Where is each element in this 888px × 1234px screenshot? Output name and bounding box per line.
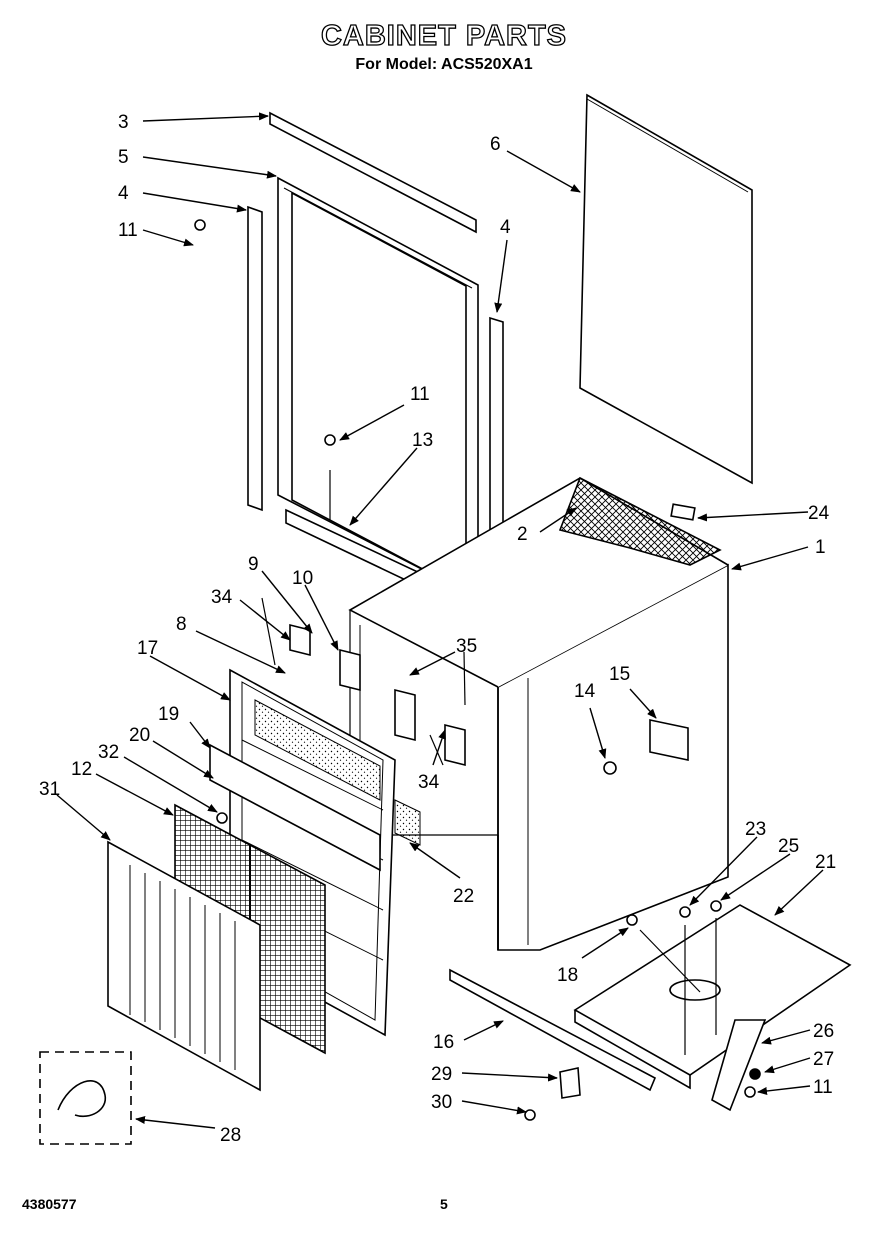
callout-4: 4	[118, 183, 129, 204]
insulation-foam	[254, 699, 381, 801]
callout-15: 15	[609, 664, 630, 685]
base-rail	[449, 968, 657, 1092]
callout-3: 3	[118, 112, 129, 133]
callout-19: 19	[158, 704, 179, 725]
callout-2: 2	[517, 524, 528, 545]
callout-20: 20	[129, 725, 150, 746]
label-plate	[670, 503, 696, 521]
top-rail	[269, 111, 477, 234]
front-frame	[277, 176, 479, 600]
callout-35: 35	[456, 636, 477, 657]
callout-18: 18	[557, 965, 578, 986]
clip	[559, 1067, 581, 1099]
callout-21: 21	[815, 852, 836, 873]
side-rail-left	[247, 205, 263, 512]
mount-bracket	[711, 1019, 767, 1112]
callout-23: 23	[745, 819, 766, 840]
callout-29: 29	[431, 1064, 452, 1085]
callout-31: 31	[39, 779, 60, 800]
callout-34b: 34	[418, 772, 440, 793]
callout-24: 24	[808, 503, 830, 524]
callout-12: 12	[71, 759, 92, 780]
callout-26: 26	[813, 1021, 834, 1042]
callout-5: 5	[118, 147, 129, 168]
callout-34: 34	[211, 587, 233, 608]
detail-box-28	[39, 1051, 132, 1145]
control-panel	[209, 743, 381, 872]
callout-9: 9	[248, 554, 259, 575]
doc-number: 4380577	[22, 1196, 77, 1212]
bracket-15	[649, 719, 689, 761]
front-panel	[107, 840, 261, 1092]
callout-14: 14	[574, 681, 596, 702]
callout-4b: 4	[500, 217, 511, 238]
callout-17: 17	[137, 638, 158, 659]
top-grid-opening	[558, 476, 722, 566]
page-number: 5	[440, 1196, 448, 1212]
model-subtitle: For Model: ACS520XA1	[355, 56, 533, 73]
callout-11: 11	[118, 220, 138, 241]
callout-13: 13	[412, 430, 433, 451]
callout-22: 22	[453, 886, 474, 907]
base-pan	[573, 904, 852, 1076]
callout-16: 16	[433, 1032, 454, 1053]
callout-6: 6	[490, 134, 501, 155]
callout-1: 1	[815, 537, 826, 558]
callout-27: 27	[813, 1049, 834, 1070]
callout-30: 30	[431, 1092, 452, 1113]
top-cover-panel	[579, 93, 753, 485]
callout-11b: 11	[410, 384, 430, 405]
callout-32: 32	[98, 742, 119, 763]
callout-25: 25	[778, 836, 799, 857]
page-title: CABINET PARTS	[320, 19, 568, 52]
callout-8: 8	[176, 614, 187, 635]
callout-28: 28	[220, 1125, 241, 1146]
callout-11c: 11	[813, 1077, 833, 1098]
callout-10: 10	[292, 568, 313, 589]
